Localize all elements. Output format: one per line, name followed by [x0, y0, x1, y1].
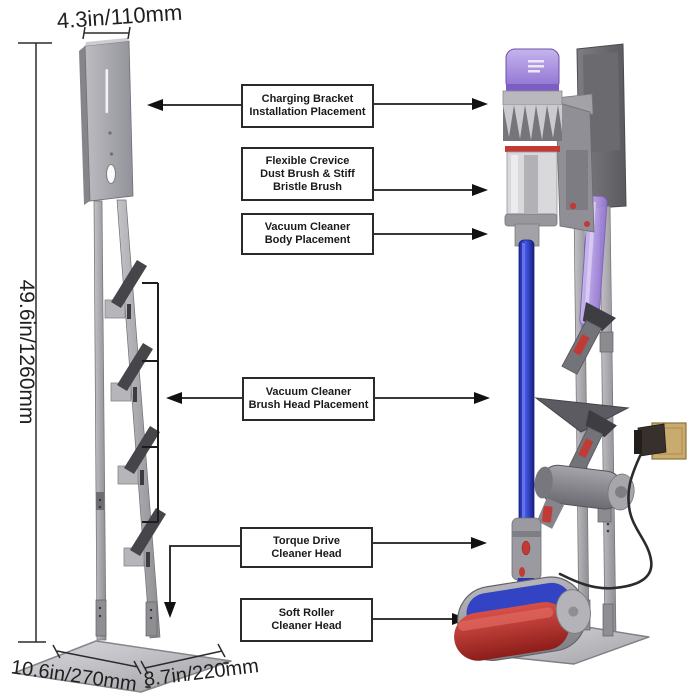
plug — [637, 423, 667, 457]
power-outlet — [634, 422, 687, 460]
callout-charging-bracket: Charging Bracket Installation Placement — [241, 84, 374, 128]
dim-height-line — [18, 42, 52, 643]
left-foot-plate — [95, 599, 107, 637]
cyclone-ring — [502, 90, 563, 106]
dim-height-label: 49.6in/1260mm — [15, 280, 38, 425]
power-cord — [558, 454, 653, 590]
torque-drive-head-stored — [534, 464, 635, 529]
callout-flexible-crevice: Flexible Crevice Dust Brush & Stiff Bris… — [241, 147, 374, 201]
wand-highlight — [522, 243, 525, 519]
callout-soft-roller: Soft Roller Cleaner Head — [240, 598, 373, 642]
plate-oval-hole — [106, 164, 116, 184]
left-stand-plate-bevel — [85, 38, 129, 46]
arrows — [147, 98, 490, 625]
plug-face — [634, 430, 642, 454]
release-button — [584, 221, 590, 227]
callout-line: Bristle Brush — [272, 180, 343, 193]
dimension-lines — [18, 26, 226, 675]
filter-band — [506, 84, 559, 93]
dim-top-label: 4.3in/110mm — [56, 0, 183, 33]
callout-line: Charging Bracket — [261, 93, 354, 105]
joint-button — [521, 540, 531, 556]
callout-body-placement: Vacuum Cleaner Body Placement — [241, 213, 374, 255]
arrowhead — [472, 228, 488, 240]
plate-hole-1 — [108, 131, 112, 135]
bin-highlight — [511, 155, 518, 213]
soft-roller-head — [454, 576, 591, 661]
arrowhead — [474, 392, 490, 404]
bolt-dot — [98, 505, 102, 509]
bolt-dot — [606, 529, 610, 533]
release-button — [569, 202, 577, 210]
callout-line: Cleaner Head — [271, 620, 342, 632]
callout-line: Vacuum Cleaner — [265, 386, 352, 398]
handle-recess — [566, 150, 588, 210]
bolt-dot — [98, 498, 102, 502]
bin-core — [524, 155, 538, 213]
left-stand-rail-front — [93, 200, 107, 641]
dim-top-line — [82, 26, 131, 40]
base-foot-dot — [223, 661, 229, 665]
left-stand — [13, 38, 232, 693]
arrowhead — [164, 602, 176, 618]
callout-line: Soft Roller — [278, 607, 335, 619]
dim-base-depth-line — [52, 644, 142, 675]
callout-line: Dust Brush & Stiff — [260, 167, 355, 180]
callout-line: Flexible Crevice — [265, 154, 350, 167]
arrowhead — [166, 392, 182, 404]
hook-bracket-3 — [117, 426, 160, 485]
hook-bracket-2 — [110, 343, 153, 402]
arrowhead — [472, 98, 488, 110]
dim-base-width-line — [140, 643, 226, 675]
arrowhead — [472, 184, 488, 196]
hook-bracket-1 — [104, 260, 147, 319]
arrowhead — [147, 99, 163, 111]
callout-line: Vacuum Cleaner — [264, 221, 351, 233]
bolt-dot — [606, 522, 610, 526]
roller-sheen — [458, 607, 554, 631]
cyclone-spikes — [503, 105, 562, 140]
left-stand-plate — [84, 40, 134, 202]
arrowhead — [471, 537, 487, 549]
joint-button — [519, 567, 525, 577]
bolt-dot — [149, 616, 153, 620]
plate-hole-2 — [109, 152, 114, 156]
filter-vent — [528, 60, 544, 63]
joint-band — [512, 531, 541, 537]
rail-mount-plate — [599, 331, 614, 353]
wand — [518, 239, 535, 523]
callout-line: Torque Drive — [272, 534, 341, 547]
callout-line: Body Placement — [264, 234, 351, 246]
bolt-dot — [149, 608, 153, 612]
filter-vent — [528, 70, 540, 73]
callout-line: Installation Placement — [249, 106, 366, 118]
callout-line: Cleaner Head — [271, 547, 342, 560]
bolt-dot — [98, 614, 102, 618]
arrow-torque-left — [169, 545, 240, 602]
combination-tool-lower — [567, 409, 617, 476]
right-foot-plate — [602, 603, 614, 637]
red-ring — [505, 146, 560, 152]
right-stand-plate-inner — [583, 52, 620, 153]
plate-slot — [105, 69, 109, 113]
callout-torque-drive: Torque Drive Cleaner Head — [240, 527, 373, 568]
filter-vent — [528, 65, 544, 68]
right-stand — [454, 43, 687, 665]
base-foot-dot — [145, 685, 151, 689]
vacuum-cleaner — [454, 48, 595, 661]
callout-brush-head-placement: Vacuum Cleaner Brush Head Placement — [242, 377, 375, 421]
callout-line: Brush Head Placement — [248, 399, 369, 411]
left-stand-plate-side — [79, 46, 90, 205]
combination-tool-upper — [561, 301, 616, 375]
bolt-dot — [98, 606, 102, 610]
placement-zone-bracket — [142, 282, 159, 523]
